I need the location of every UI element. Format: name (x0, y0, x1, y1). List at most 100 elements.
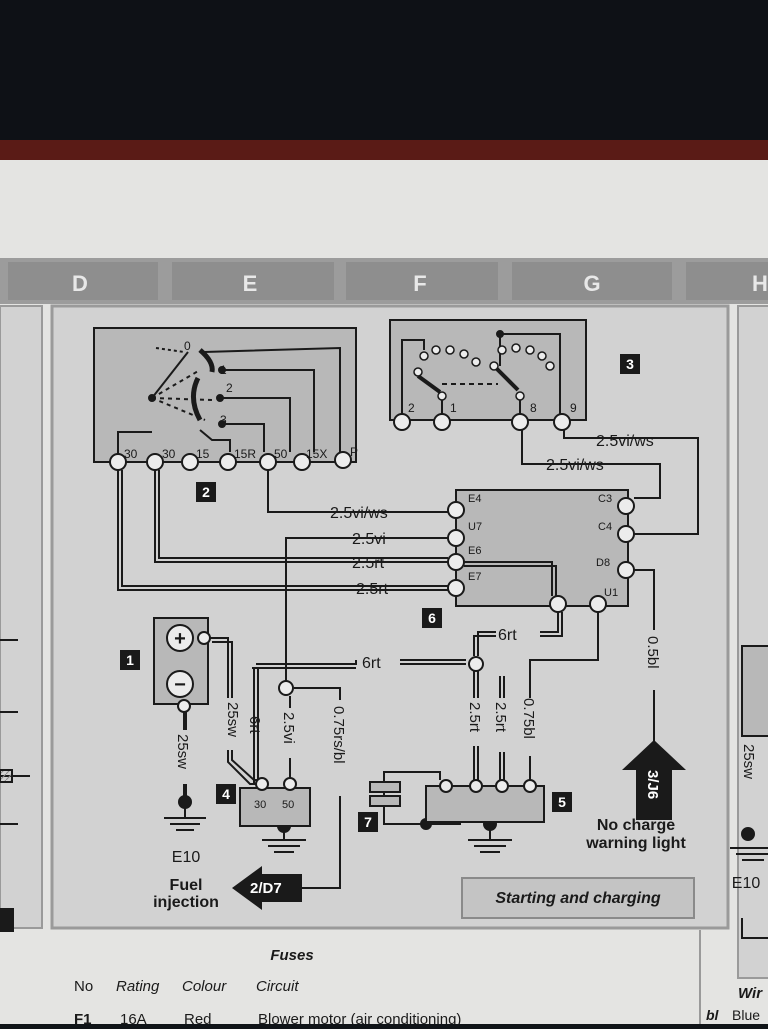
ref-arrow-2d7: 2/D7 (232, 866, 302, 910)
wire-label-rt-v1: 2.5rt (466, 702, 483, 733)
wire-label-075rsbl: 0.75rs/bl (330, 706, 347, 764)
wire-label-075bl: 0.75bl (520, 698, 537, 739)
pin-u1: U1 (604, 587, 618, 599)
terminal-50: 50 (274, 447, 288, 461)
terminal-15r: 15R (234, 447, 256, 461)
component-number-2: 2 (202, 484, 210, 500)
component-number-3: 3 (626, 356, 634, 372)
fuses-header-no: No (74, 978, 93, 995)
label-e10: E10 (172, 849, 201, 866)
ref-label-3j6: 3/J6 (644, 770, 661, 799)
section-title-box (461, 877, 695, 919)
fuses-cell-colour: Red (184, 1011, 212, 1024)
fuses-title: Fuses (270, 947, 313, 964)
wire-label-05bl: 0.5bl (644, 636, 661, 669)
ignition-switch (93, 327, 357, 463)
section-title: Starting and charging (495, 890, 661, 907)
position-3: 3 (220, 413, 227, 427)
label-fuel-1: Fuel (170, 877, 203, 894)
fuses-cell-circuit: Blower motor (air conditioning) (258, 1011, 461, 1024)
pin-d8: D8 (596, 557, 610, 569)
wire-label-rt-e6: 2.5rt (352, 555, 385, 572)
switch-contacts (413, 343, 555, 401)
column-label-d: D (72, 271, 88, 296)
component-number-4: 4 (222, 786, 230, 802)
starter-terminal-50: 50 (282, 799, 294, 811)
wire-key-title: Wir (738, 985, 763, 1002)
component-badge-5 (552, 792, 572, 812)
wire-label-vi: 2.5vi (352, 531, 386, 548)
wire-label-vi-v: 2.5vi (280, 712, 297, 744)
fuses-header-rating: Rating (116, 978, 160, 995)
position-0: 0 (184, 339, 191, 353)
alternator-5 (425, 779, 545, 823)
column-tabs: D E F G H (8, 262, 768, 300)
pin-c4: C4 (598, 521, 612, 533)
component-badge-6 (422, 608, 442, 628)
ref-label-2d7: 2/D7 (250, 880, 282, 897)
left-edge-badge (0, 908, 14, 932)
ignition-terminals (109, 451, 352, 471)
position-2: 2 (226, 381, 233, 395)
book-edge (0, 140, 768, 162)
wire-label-6rt-h: 6rt (362, 655, 381, 672)
wire-label-25sw-bat: 25sw (224, 702, 241, 737)
component-badge-3 (620, 354, 640, 374)
battery-1: + − (153, 617, 211, 713)
component-number-5: 5 (558, 794, 566, 810)
pin-e6: E6 (468, 545, 481, 557)
pin-c3: C3 (598, 493, 612, 505)
component-badge-4 (216, 784, 236, 804)
switch-unit-3 (389, 319, 587, 421)
wire-label-rt-v2: 2.5rt (492, 702, 509, 733)
suppressor-7 (369, 781, 401, 807)
terminal-p: P (350, 445, 358, 459)
column-label-f: F (413, 271, 426, 296)
wire-label-25sw-gnd: 25sw (174, 734, 191, 769)
fuses-header-colour: Colour (182, 978, 227, 995)
fuses-header-circuit: Circuit (256, 978, 299, 995)
right-panel-fragment (730, 645, 768, 939)
label-no-charge-1: No charge (597, 817, 675, 834)
fuses-cell-no: F1 (74, 1011, 92, 1024)
starter-motor-4: 30 50 (239, 777, 311, 827)
terminal-30b: 30 (162, 447, 176, 461)
wire-label-6rt-v: 6rt (246, 716, 263, 734)
position-1: 1 (220, 363, 227, 377)
battery-plus: + (174, 628, 186, 650)
pin-u7: U7 (468, 521, 482, 533)
terminal-15x: 15X (306, 447, 327, 461)
wire-label-vi-ws-top: 2.5vi/ws (596, 433, 654, 450)
starter-terminal-30: 30 (254, 799, 266, 811)
component-number-6: 6 (428, 610, 436, 626)
wire-label-6rt-u: 6rt (498, 627, 517, 644)
junction-dots (278, 656, 484, 696)
wire-label-rt-e7: 2.5rt (356, 581, 389, 598)
vertical-wire-labels: 0.5bl 25sw 25sw 6rt 2.5vi 0.75rs/bl 2.5r… (174, 636, 757, 779)
component-number-7: 7 (364, 814, 372, 830)
right-panel-edge (737, 305, 768, 979)
pin-e7: E7 (468, 571, 481, 583)
component-badge-2 (196, 482, 216, 502)
left-edge-marks (0, 639, 30, 825)
terminal-30a: 30 (124, 447, 138, 461)
battery-minus: − (174, 674, 186, 696)
switch-terminal-8: 8 (530, 401, 537, 415)
switch-terminal-1: 1 (450, 401, 457, 415)
column-label-g: G (583, 271, 600, 296)
left-panel-edge (0, 305, 43, 929)
wire-label-vi-ws-mid: 2.5vi/ws (546, 457, 604, 474)
wire-label-vi-ws-e4: 2.5vi/ws (330, 505, 388, 522)
annotations: E10 E10 No charge warning light Fuel inj… (153, 817, 760, 911)
switch-terminal-2: 2 (408, 401, 415, 415)
component-number-1: 1 (126, 652, 134, 668)
wire-key-colour: Blue (732, 1007, 760, 1023)
terminal-15: 15 (196, 447, 210, 461)
wire-labels: 2.5vi/ws 2.5vi/ws 2.5vi/ws 2.5vi 2.5rt 2… (330, 433, 654, 672)
component-badge-1 (120, 650, 140, 670)
ignition-positions: 0 1 2 3 (184, 339, 233, 427)
component-badge-7 (358, 812, 378, 832)
column-label-e: E (243, 271, 258, 296)
label-fuel-2: injection (153, 894, 219, 911)
